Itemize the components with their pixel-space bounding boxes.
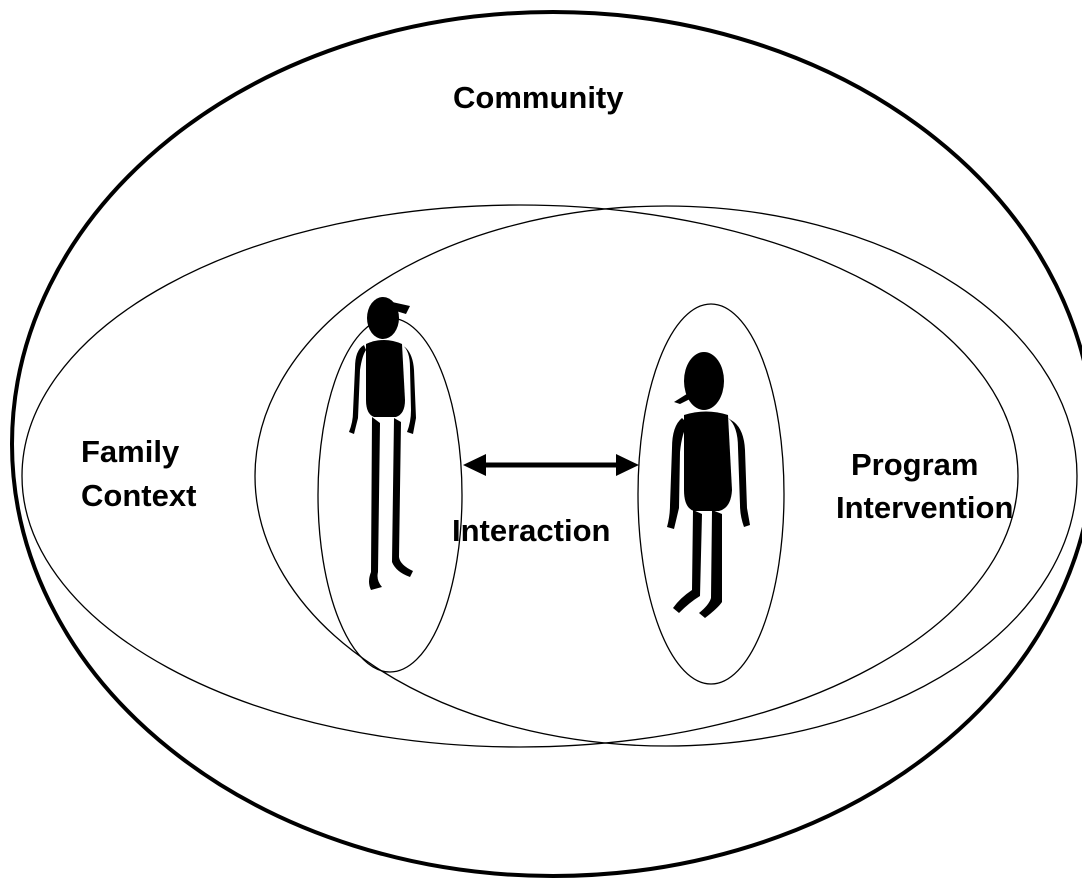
double-headed-arrow-icon — [463, 454, 639, 476]
family-context-label-line1: Family — [81, 434, 180, 469]
program-intervention-label-line1: Program — [851, 447, 978, 482]
interaction-label: Interaction — [452, 513, 610, 548]
community-ellipse — [10, 10, 1082, 878]
adult-ellipse — [637, 303, 785, 685]
program-intervention-ellipse — [254, 205, 1078, 747]
program-intervention-label-line2: Intervention — [836, 490, 1013, 525]
adult-figure-icon — [667, 352, 750, 618]
community-label: Community — [453, 80, 624, 115]
family-context-label-line2: Context — [81, 478, 196, 513]
family-context-ellipse — [21, 204, 1019, 748]
child-figure-icon — [349, 297, 416, 590]
